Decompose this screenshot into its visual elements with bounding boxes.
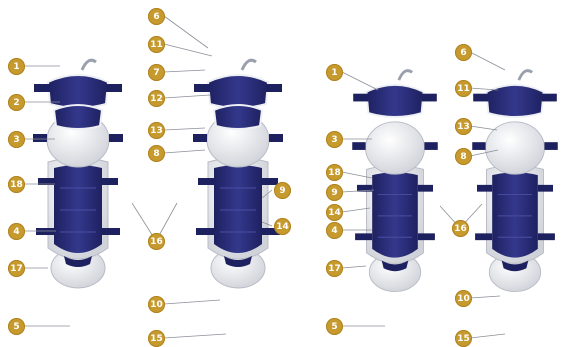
callout-5-right: 5 (326, 318, 343, 335)
callout-3-right: 3 (326, 131, 343, 148)
callout-15-right: 15 (455, 330, 472, 347)
callout-14-right: 14 (326, 204, 343, 221)
callout-1: 1 (8, 58, 25, 75)
callout-14: 14 (274, 218, 291, 235)
callout-5: 5 (8, 318, 25, 335)
callout-3: 3 (8, 131, 25, 148)
callout-16-right: 16 (452, 220, 469, 237)
guard-front (33, 60, 123, 288)
callout-9-right: 9 (326, 184, 343, 201)
callout-4-right: 4 (326, 222, 343, 239)
callout-13: 13 (148, 122, 165, 139)
callout-13-right: 13 (455, 118, 472, 135)
callout-2: 2 (8, 94, 25, 111)
callout-10: 10 (148, 296, 165, 313)
callout-8-right: 8 (455, 148, 472, 165)
callout-1-right: 1 (326, 64, 343, 81)
callout-6-right: 6 (455, 44, 472, 61)
callout-18: 18 (8, 176, 25, 193)
guard-back-small (472, 71, 558, 292)
guard-front-small (352, 71, 438, 292)
guard-back (193, 60, 283, 288)
callout-4: 4 (8, 223, 25, 240)
callout-17-right: 17 (326, 260, 343, 277)
callout-11-right: 11 (455, 80, 472, 97)
callout-6: 6 (148, 8, 165, 25)
callout-12: 12 (148, 90, 165, 107)
callout-10-right: 10 (455, 290, 472, 307)
callout-17: 17 (8, 260, 25, 277)
callout-15: 15 (148, 330, 165, 347)
callout-18-right: 18 (326, 164, 343, 181)
callout-7: 7 (148, 64, 165, 81)
callout-16: 16 (148, 233, 165, 250)
callout-11: 11 (148, 36, 165, 53)
callout-9: 9 (274, 182, 291, 199)
callout-8: 8 (148, 145, 165, 162)
